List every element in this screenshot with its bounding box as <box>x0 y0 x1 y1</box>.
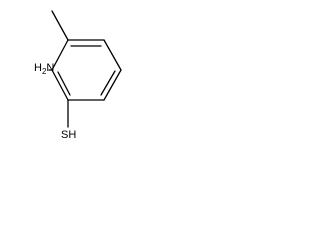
bond-c3-c4 <box>103 69 122 101</box>
amino-group-label: H2N <box>34 62 55 76</box>
molecule-structure <box>48 10 122 128</box>
bond-c5-c6 <box>51 69 69 101</box>
thiol-group-label: SH <box>61 129 77 141</box>
amino-subscript: 2 <box>41 67 47 76</box>
double-bond-c3-c4 <box>100 70 116 96</box>
amino-h: H <box>34 62 42 74</box>
bond-methyl <box>51 10 69 41</box>
bond-c6-c1 <box>51 39 69 71</box>
amino-n: N <box>46 62 55 74</box>
bond-c2-c3 <box>103 39 122 71</box>
double-bond-c5-c6 <box>57 71 71 96</box>
